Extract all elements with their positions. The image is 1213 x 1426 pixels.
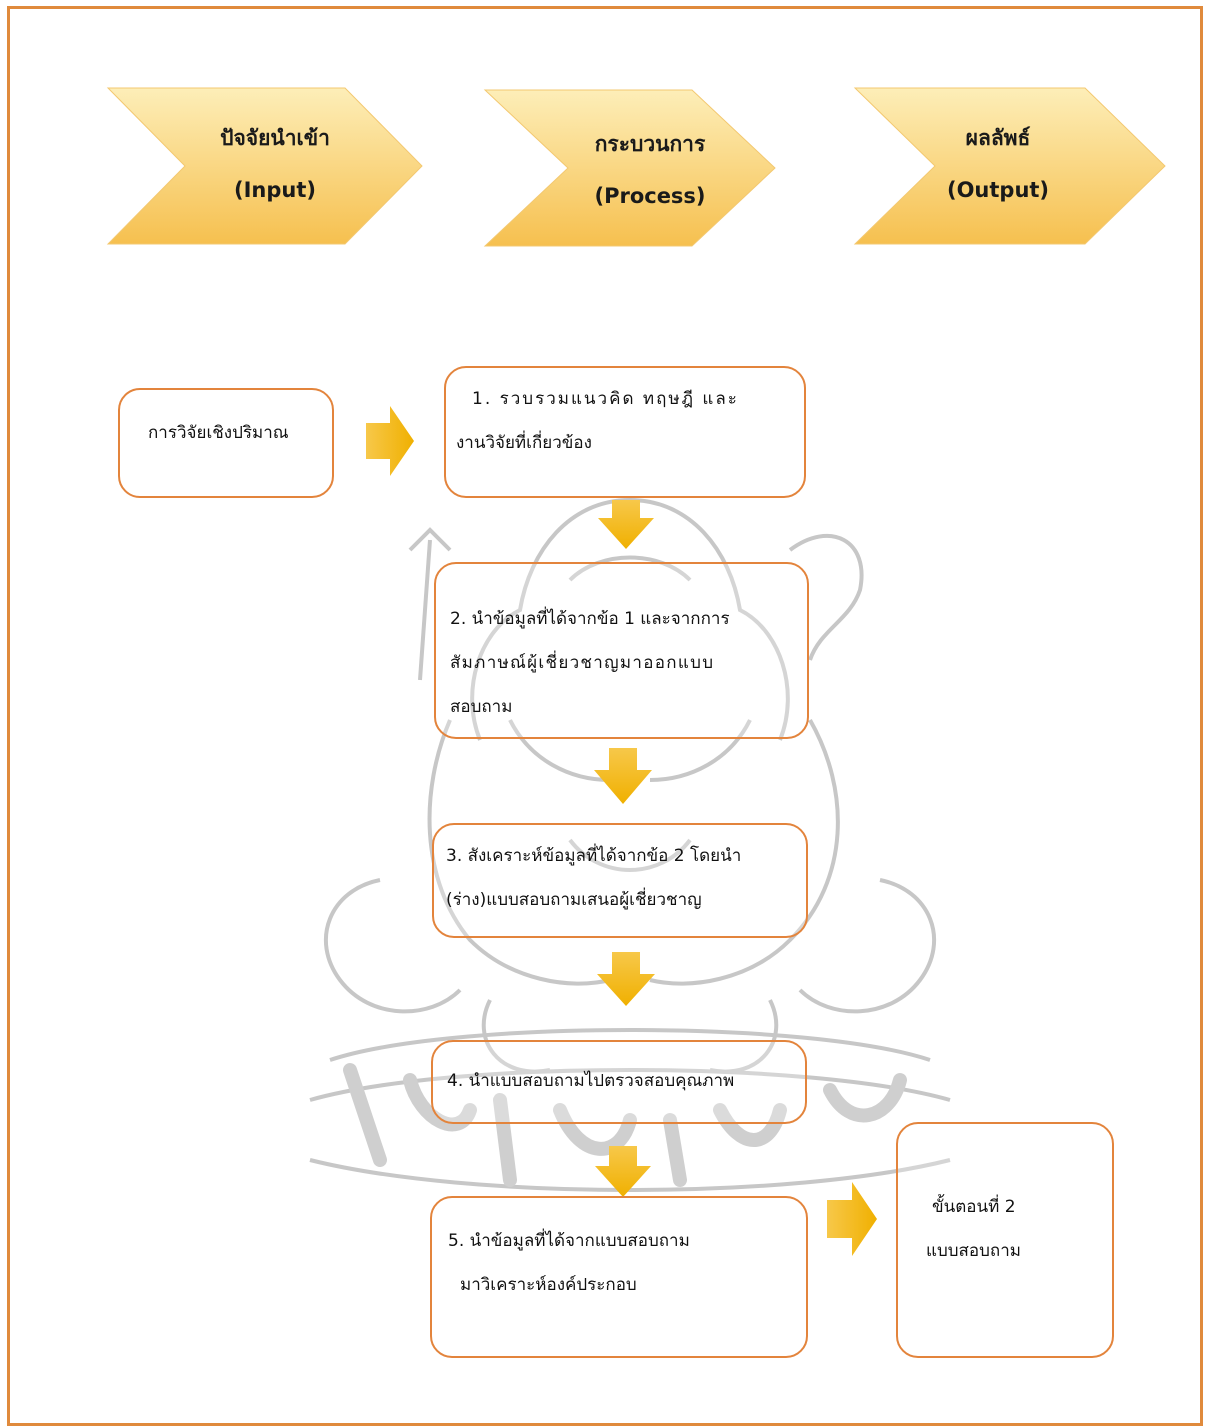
output-box-line-1: ขั้นตอนที่ 2	[932, 1197, 1016, 1217]
step-1-line-2: งานวิจัยที่เกี่ยวข้อง	[456, 433, 592, 453]
chevron-input	[106, 87, 423, 245]
step-2-line-1: 2. นำข้อมูลที่ได้จากข้อ 1 และจากการ	[450, 609, 730, 629]
chevron-process-label: กระบวนการ (Process)	[560, 118, 740, 222]
input-subtitle: (Input)	[234, 178, 316, 202]
step-2-line-2: สัมภาษณ์ผู้เชี่ยวชาญมาออกแบบ	[450, 653, 715, 673]
step-3-line-2: (ร่าง)แบบสอบถามเสนอผู้เชี่ยวชาญ	[446, 890, 702, 910]
step-box-2: 2. นำข้อมูลที่ได้จากข้อ 1 และจากการ สัมภ…	[434, 562, 809, 739]
step-3-line-1: 3. สังเคราะห์ข้อมูลที่ได้จากข้อ 2 โดยนำ	[446, 846, 742, 866]
step-box-3: 3. สังเคราะห์ข้อมูลที่ได้จากข้อ 2 โดยนำ …	[432, 823, 808, 938]
output-box: ขั้นตอนที่ 2 แบบสอบถาม	[896, 1122, 1114, 1358]
step-1-line-1: 1. รวบรวมแนวคิด ทฤษฎี และ	[472, 389, 739, 409]
chevron-process	[483, 89, 776, 247]
step-box-4: 4. นำแบบสอบถามไปตรวจสอบคุณภาพ	[431, 1040, 807, 1124]
header-chevrons	[106, 87, 1166, 247]
step-5-line-2: มาวิเคราะห์องค์ประกอบ	[460, 1275, 637, 1295]
step-box-5: 5. นำข้อมูลที่ได้จากแบบสอบถาม มาวิเคราะห…	[430, 1196, 808, 1358]
output-title: ผลลัพธ์	[965, 126, 1031, 150]
input-title: ปัจจัยนำเข้า	[220, 126, 330, 150]
chevron-input-label: ปัจจัยนำเข้า (Input)	[185, 112, 365, 216]
input-box: การวิจัยเชิงปริมาณ	[118, 388, 334, 498]
process-subtitle: (Process)	[594, 184, 706, 208]
chevron-output-label: ผลลัพธ์ (Output)	[908, 112, 1088, 216]
step-2-line-3: สอบถาม	[450, 697, 513, 717]
step-4-line-1: 4. นำแบบสอบถามไปตรวจสอบคุณภาพ	[447, 1071, 735, 1091]
output-box-line-2: แบบสอบถาม	[926, 1241, 1021, 1261]
input-box-label: การวิจัยเชิงปริมาณ	[148, 423, 289, 443]
chevron-output	[853, 87, 1166, 245]
step-5-line-1: 5. นำข้อมูลที่ได้จากแบบสอบถาม	[448, 1231, 690, 1251]
output-subtitle: (Output)	[946, 178, 1050, 202]
step-box-1: 1. รวบรวมแนวคิด ทฤษฎี และ งานวิจัยที่เกี…	[444, 366, 806, 498]
process-title: กระบวนการ	[594, 132, 706, 156]
